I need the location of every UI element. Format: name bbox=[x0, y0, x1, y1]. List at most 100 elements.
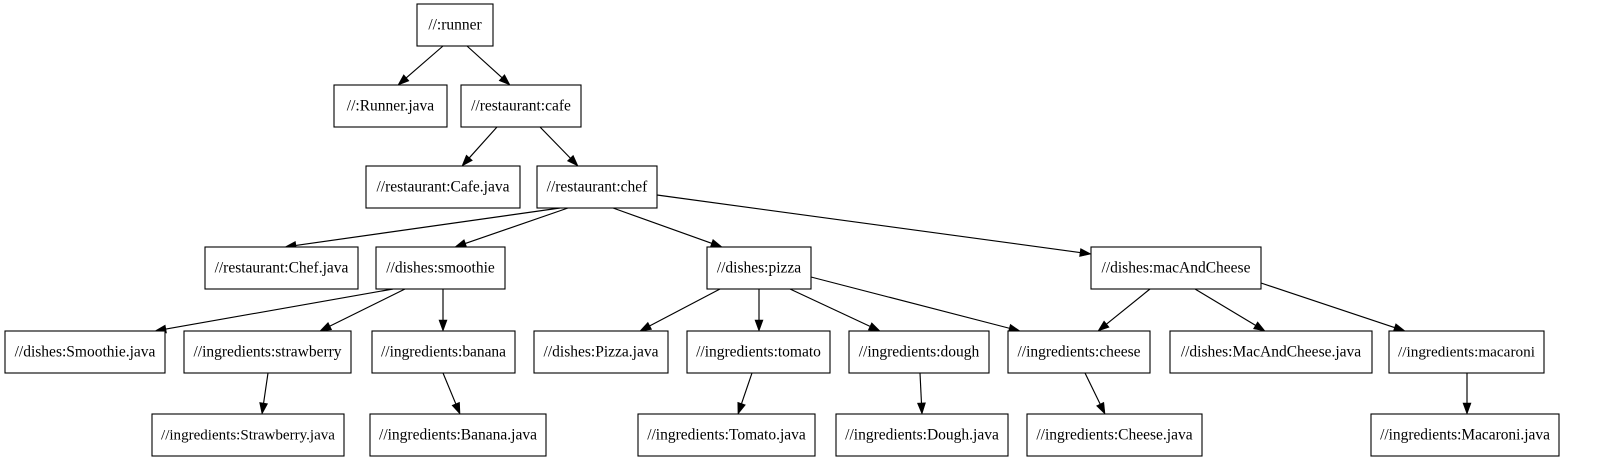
node-label: //ingredients:Macaroni.java bbox=[1380, 427, 1550, 444]
graph-edge bbox=[754, 289, 764, 332]
node-label: //ingredients:Tomato.java bbox=[647, 427, 806, 444]
node-label: //ingredients:Cheese.java bbox=[1036, 427, 1192, 444]
graph-node-dishes_mac[interactable]: //dishes:macAndCheese bbox=[1090, 246, 1262, 290]
edge-line bbox=[468, 126, 498, 159]
node-label: //restaurant:cafe bbox=[471, 98, 571, 115]
edge-arrowhead-icon bbox=[498, 74, 511, 86]
graph-node-ing_dough[interactable]: //ingredients:dough bbox=[848, 330, 990, 374]
node-box[interactable] bbox=[686, 330, 831, 374]
graph-node-smoothie_java[interactable]: //dishes:Smoothie.java bbox=[4, 330, 166, 374]
node-box[interactable] bbox=[1388, 330, 1545, 374]
edge-arrowhead-icon bbox=[566, 154, 579, 167]
node-label: //dishes:macAndCheese bbox=[1102, 260, 1251, 277]
graph-edge bbox=[442, 372, 461, 415]
edge-line bbox=[919, 372, 923, 404]
node-box[interactable] bbox=[371, 330, 516, 374]
node-label: //ingredients:banana bbox=[381, 344, 506, 361]
edge-line bbox=[329, 288, 406, 327]
graph-edge bbox=[259, 372, 269, 415]
graph-node-ing_cheese[interactable]: //ingredients:cheese bbox=[1007, 330, 1151, 374]
node-label: //ingredients:cheese bbox=[1017, 344, 1140, 361]
graph-edge bbox=[810, 276, 1021, 333]
graph-node-ing_tomato[interactable]: //ingredients:tomato bbox=[686, 330, 831, 374]
graph-edge bbox=[1084, 372, 1106, 415]
graph-edge bbox=[789, 288, 881, 332]
node-label: //dishes:MacAndCheese.java bbox=[1181, 344, 1361, 361]
graph-node-ing_banana[interactable]: //ingredients:banana bbox=[371, 330, 516, 374]
node-box[interactable] bbox=[637, 413, 816, 457]
node-label: //dishes:Pizza.java bbox=[544, 344, 659, 361]
node-label: //:Runner.java bbox=[347, 98, 435, 115]
node-box[interactable] bbox=[536, 165, 658, 209]
graph-edge bbox=[454, 207, 569, 248]
edge-arrowhead-icon bbox=[461, 154, 473, 167]
graph-node-ing_strawberry[interactable]: //ingredients:strawberry bbox=[183, 330, 352, 374]
edge-line bbox=[656, 194, 1081, 254]
node-box[interactable] bbox=[369, 413, 547, 457]
graph-node-dishes_pizza[interactable]: //dishes:pizza bbox=[706, 246, 812, 290]
edge-line bbox=[789, 288, 871, 327]
graph-node-tomato_java[interactable]: //ingredients:Tomato.java bbox=[637, 413, 816, 457]
edge-arrowhead-icon bbox=[1079, 248, 1092, 257]
edge-line bbox=[465, 207, 569, 244]
graph-node-banana_java[interactable]: //ingredients:Banana.java bbox=[369, 413, 547, 457]
node-label: //:runner bbox=[428, 17, 482, 34]
edge-line bbox=[1084, 372, 1101, 405]
graph-node-cafe_java[interactable]: //restaurant:Cafe.java bbox=[365, 165, 521, 209]
node-box[interactable] bbox=[375, 246, 506, 290]
graph-node-restaurant_chef[interactable]: //restaurant:chef bbox=[536, 165, 658, 209]
graph-node-runner[interactable]: //:runner bbox=[416, 3, 494, 47]
node-box[interactable] bbox=[1169, 330, 1373, 374]
node-box[interactable] bbox=[4, 330, 166, 374]
node-box[interactable] bbox=[204, 246, 359, 290]
node-box[interactable] bbox=[416, 3, 494, 47]
node-label: //ingredients:dough bbox=[859, 344, 980, 361]
node-box[interactable] bbox=[1007, 330, 1151, 374]
edge-arrowhead-icon bbox=[1096, 401, 1106, 415]
graph-node-dough_java[interactable]: //ingredients:Dough.java bbox=[835, 413, 1009, 457]
graph-edge bbox=[1194, 288, 1266, 332]
edge-arrowhead-icon bbox=[454, 239, 468, 248]
graph-edge bbox=[154, 288, 394, 334]
node-box[interactable] bbox=[333, 84, 448, 128]
edge-line bbox=[466, 45, 503, 79]
node-label: //restaurant:Chef.java bbox=[215, 260, 349, 277]
node-box[interactable] bbox=[533, 330, 669, 374]
node-box[interactable] bbox=[183, 330, 352, 374]
graph-node-restaurant_cafe[interactable]: //restaurant:cafe bbox=[460, 84, 582, 128]
node-label: //ingredients:tomato bbox=[696, 344, 821, 361]
graph-edge bbox=[612, 207, 723, 248]
graph-node-cheese_java[interactable]: //ingredients:Cheese.java bbox=[1026, 413, 1203, 457]
node-box[interactable] bbox=[706, 246, 812, 290]
node-box[interactable] bbox=[460, 84, 582, 128]
edge-arrowhead-icon bbox=[639, 321, 653, 332]
graph-node-pizza_java[interactable]: //dishes:Pizza.java bbox=[533, 330, 669, 374]
node-label: //dishes:smoothie bbox=[386, 260, 495, 277]
graph-node-dishes_smoothie[interactable]: //dishes:smoothie bbox=[375, 246, 506, 290]
node-box[interactable] bbox=[151, 413, 345, 457]
graph-node-runner_java[interactable]: //:Runner.java bbox=[333, 84, 448, 128]
edge-arrowhead-icon bbox=[737, 401, 746, 415]
graph-node-mac_java[interactable]: //dishes:MacAndCheese.java bbox=[1169, 330, 1373, 374]
edge-arrowhead-icon bbox=[451, 401, 461, 415]
graph-edge bbox=[1462, 373, 1472, 415]
graph-node-strawberry_java[interactable]: //ingredients:Strawberry.java bbox=[151, 413, 345, 457]
graph-node-chef_java[interactable]: //restaurant:Chef.java bbox=[204, 246, 359, 290]
edge-line bbox=[442, 372, 457, 405]
node-box[interactable] bbox=[1026, 413, 1203, 457]
node-label: //ingredients:Banana.java bbox=[379, 427, 537, 444]
node-box[interactable] bbox=[1090, 246, 1262, 290]
edge-line bbox=[1194, 288, 1256, 326]
node-box[interactable] bbox=[1370, 413, 1560, 457]
graph-edge bbox=[438, 289, 448, 332]
graph-node-macaroni_java[interactable]: //ingredients:Macaroni.java bbox=[1370, 413, 1560, 457]
node-label: //ingredients:strawberry bbox=[193, 344, 341, 361]
node-label: //ingredients:Dough.java bbox=[845, 427, 999, 444]
edge-arrowhead-icon bbox=[917, 402, 926, 415]
node-box[interactable] bbox=[848, 330, 990, 374]
node-box[interactable] bbox=[835, 413, 1009, 457]
node-box[interactable] bbox=[365, 165, 521, 209]
graph-node-ing_macaroni[interactable]: //ingredients:macaroni bbox=[1388, 330, 1545, 374]
graph-edge bbox=[1097, 288, 1151, 332]
